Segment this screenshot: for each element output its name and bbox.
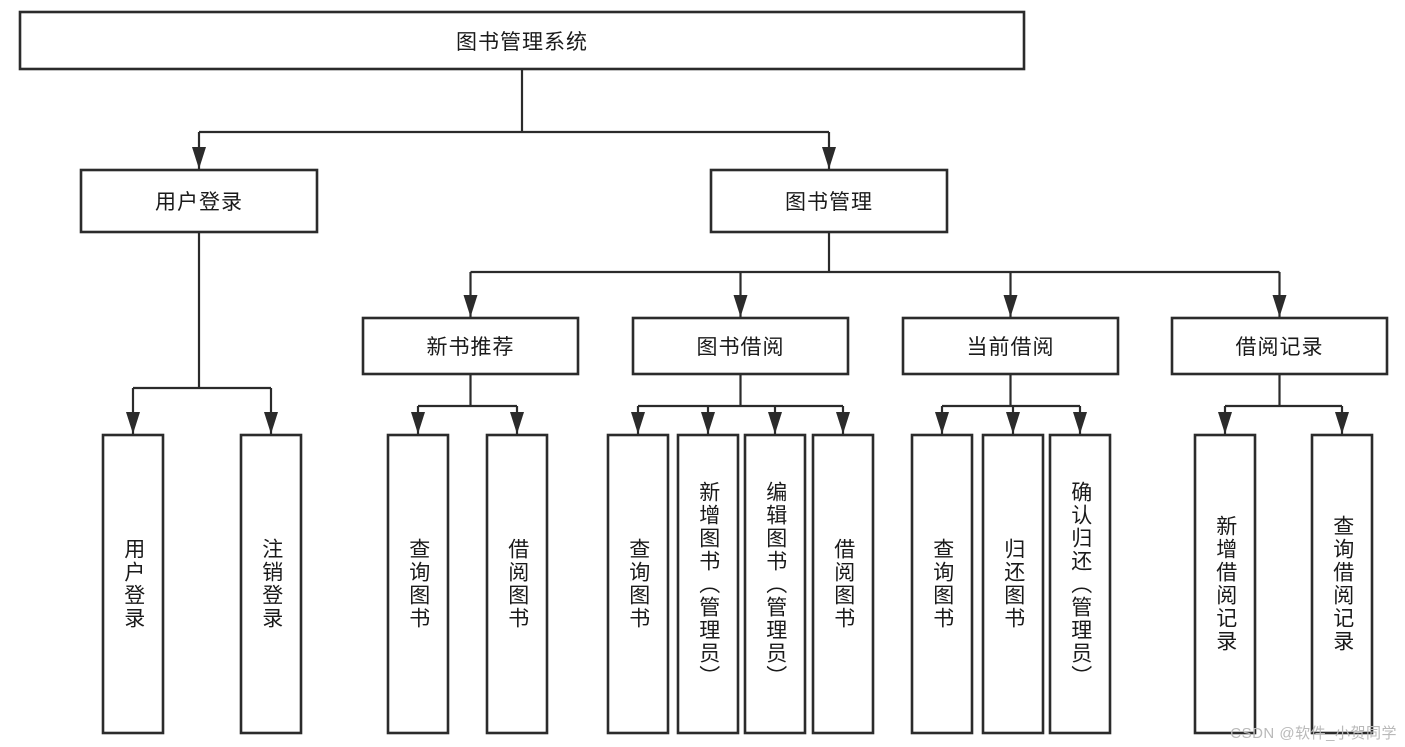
node-box-root[interactable] [18, 10, 1026, 71]
connector-arrowhead [701, 412, 715, 434]
connector-arrowhead [1003, 295, 1018, 317]
node-box-leaf-query-borrow-record[interactable] [1310, 433, 1374, 735]
node-box-leaf-logout[interactable] [239, 433, 303, 735]
node-box-leaf-query-book-borrow[interactable] [606, 433, 670, 735]
node-box-new-book-recommend[interactable] [361, 316, 580, 376]
connector-arrowhead [264, 412, 278, 434]
connector-arrowhead [463, 295, 478, 317]
node-box-leaf-borrow-book[interactable] [811, 433, 875, 735]
connectors-layer [126, 69, 1349, 434]
node-box-borrow-record[interactable] [1170, 316, 1389, 376]
connector-arrowhead [510, 412, 524, 434]
connector-arrowhead [631, 412, 645, 434]
connector-arrowhead [411, 412, 425, 434]
connector-arrowhead [935, 412, 949, 434]
node-box-book-management[interactable] [709, 168, 949, 234]
node-box-leaf-user-login[interactable] [101, 433, 165, 735]
node-box-leaf-query-book-current[interactable] [910, 433, 974, 735]
node-box-leaf-edit-book[interactable] [743, 433, 807, 735]
connector-arrowhead [1073, 412, 1087, 434]
node-box-current-borrow[interactable] [901, 316, 1120, 376]
node-box-leaf-confirm-return[interactable] [1048, 433, 1112, 735]
connector-arrowhead [1218, 412, 1232, 434]
connector-arrowhead [126, 412, 140, 434]
node-box-book-borrow[interactable] [631, 316, 850, 376]
connector-arrowhead [192, 147, 206, 169]
connector-arrowhead [1272, 295, 1287, 317]
connector-arrowhead [733, 295, 748, 317]
node-box-leaf-borrow-book-recommend[interactable] [485, 433, 549, 735]
connector-arrowhead [822, 147, 836, 169]
boxes-layer [18, 10, 1389, 735]
connector-arrowhead [836, 412, 850, 434]
connector-arrowhead [1335, 412, 1349, 434]
node-box-user-login[interactable] [79, 168, 319, 234]
node-box-leaf-query-book-recommend[interactable] [386, 433, 450, 735]
node-box-leaf-add-borrow-record[interactable] [1193, 433, 1257, 735]
node-box-leaf-add-book[interactable] [676, 433, 740, 735]
node-box-leaf-return-book[interactable] [981, 433, 1045, 735]
connector-arrowhead [1006, 412, 1020, 434]
connector-arrowhead [768, 412, 782, 434]
watermark: CSDN @软件_小贺同学 [1230, 725, 1397, 742]
